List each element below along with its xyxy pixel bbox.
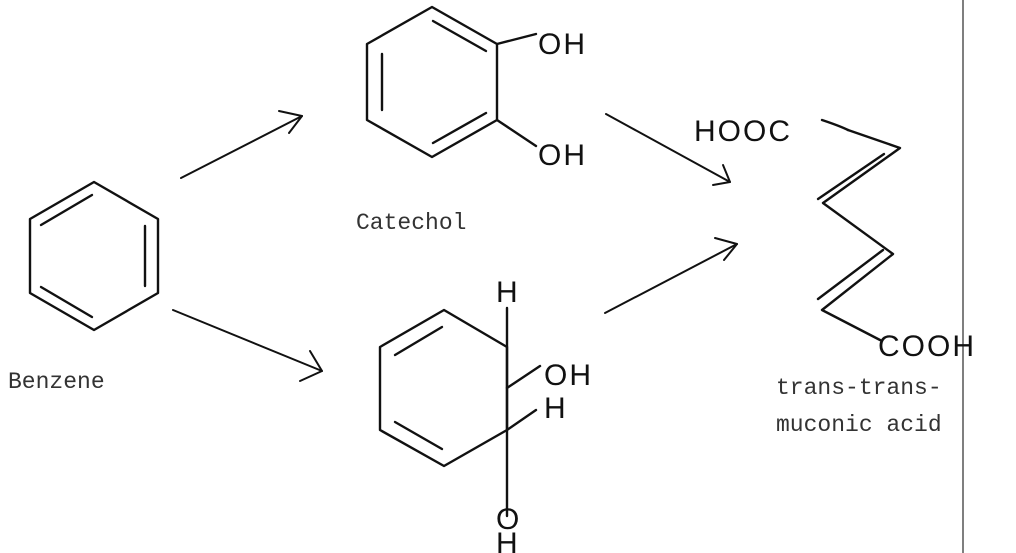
dihydrodiol-h-top: H bbox=[496, 276, 520, 309]
dihydrodiol-h-bottom: H bbox=[496, 527, 520, 553]
catechol-oh-top: OH bbox=[538, 28, 587, 61]
dihydrodiol-oh-right: OH bbox=[544, 359, 593, 392]
catechol-oh-bottom: OH bbox=[538, 139, 587, 172]
muconic-cooh-top: HOOC bbox=[694, 115, 792, 148]
dihydrodiol-o-bottom: O bbox=[496, 503, 521, 536]
benzene-structure bbox=[28, 180, 160, 332]
arrow-benzene-to-catechol bbox=[180, 110, 303, 179]
arrow-dihydrodiol-to-muconic bbox=[604, 237, 738, 314]
muconic-cooh-bottom: COOH bbox=[878, 330, 976, 363]
dihydrodiol-h-right: H bbox=[544, 392, 568, 425]
catechol-label: Catechol bbox=[356, 210, 466, 236]
arrow-benzene-to-dihydrodiol bbox=[172, 309, 323, 382]
muconic-acid-label-line2: muconic acid bbox=[776, 412, 942, 438]
benzene-label: Benzene bbox=[8, 369, 105, 395]
arrow-catechol-to-muconic bbox=[605, 113, 731, 186]
muconic-acid-label-line1: trans-trans- bbox=[776, 375, 942, 401]
dihydrodiol-structure bbox=[378, 306, 542, 518]
catechol-structure bbox=[365, 5, 538, 159]
muconic-acid-structure bbox=[816, 118, 902, 342]
